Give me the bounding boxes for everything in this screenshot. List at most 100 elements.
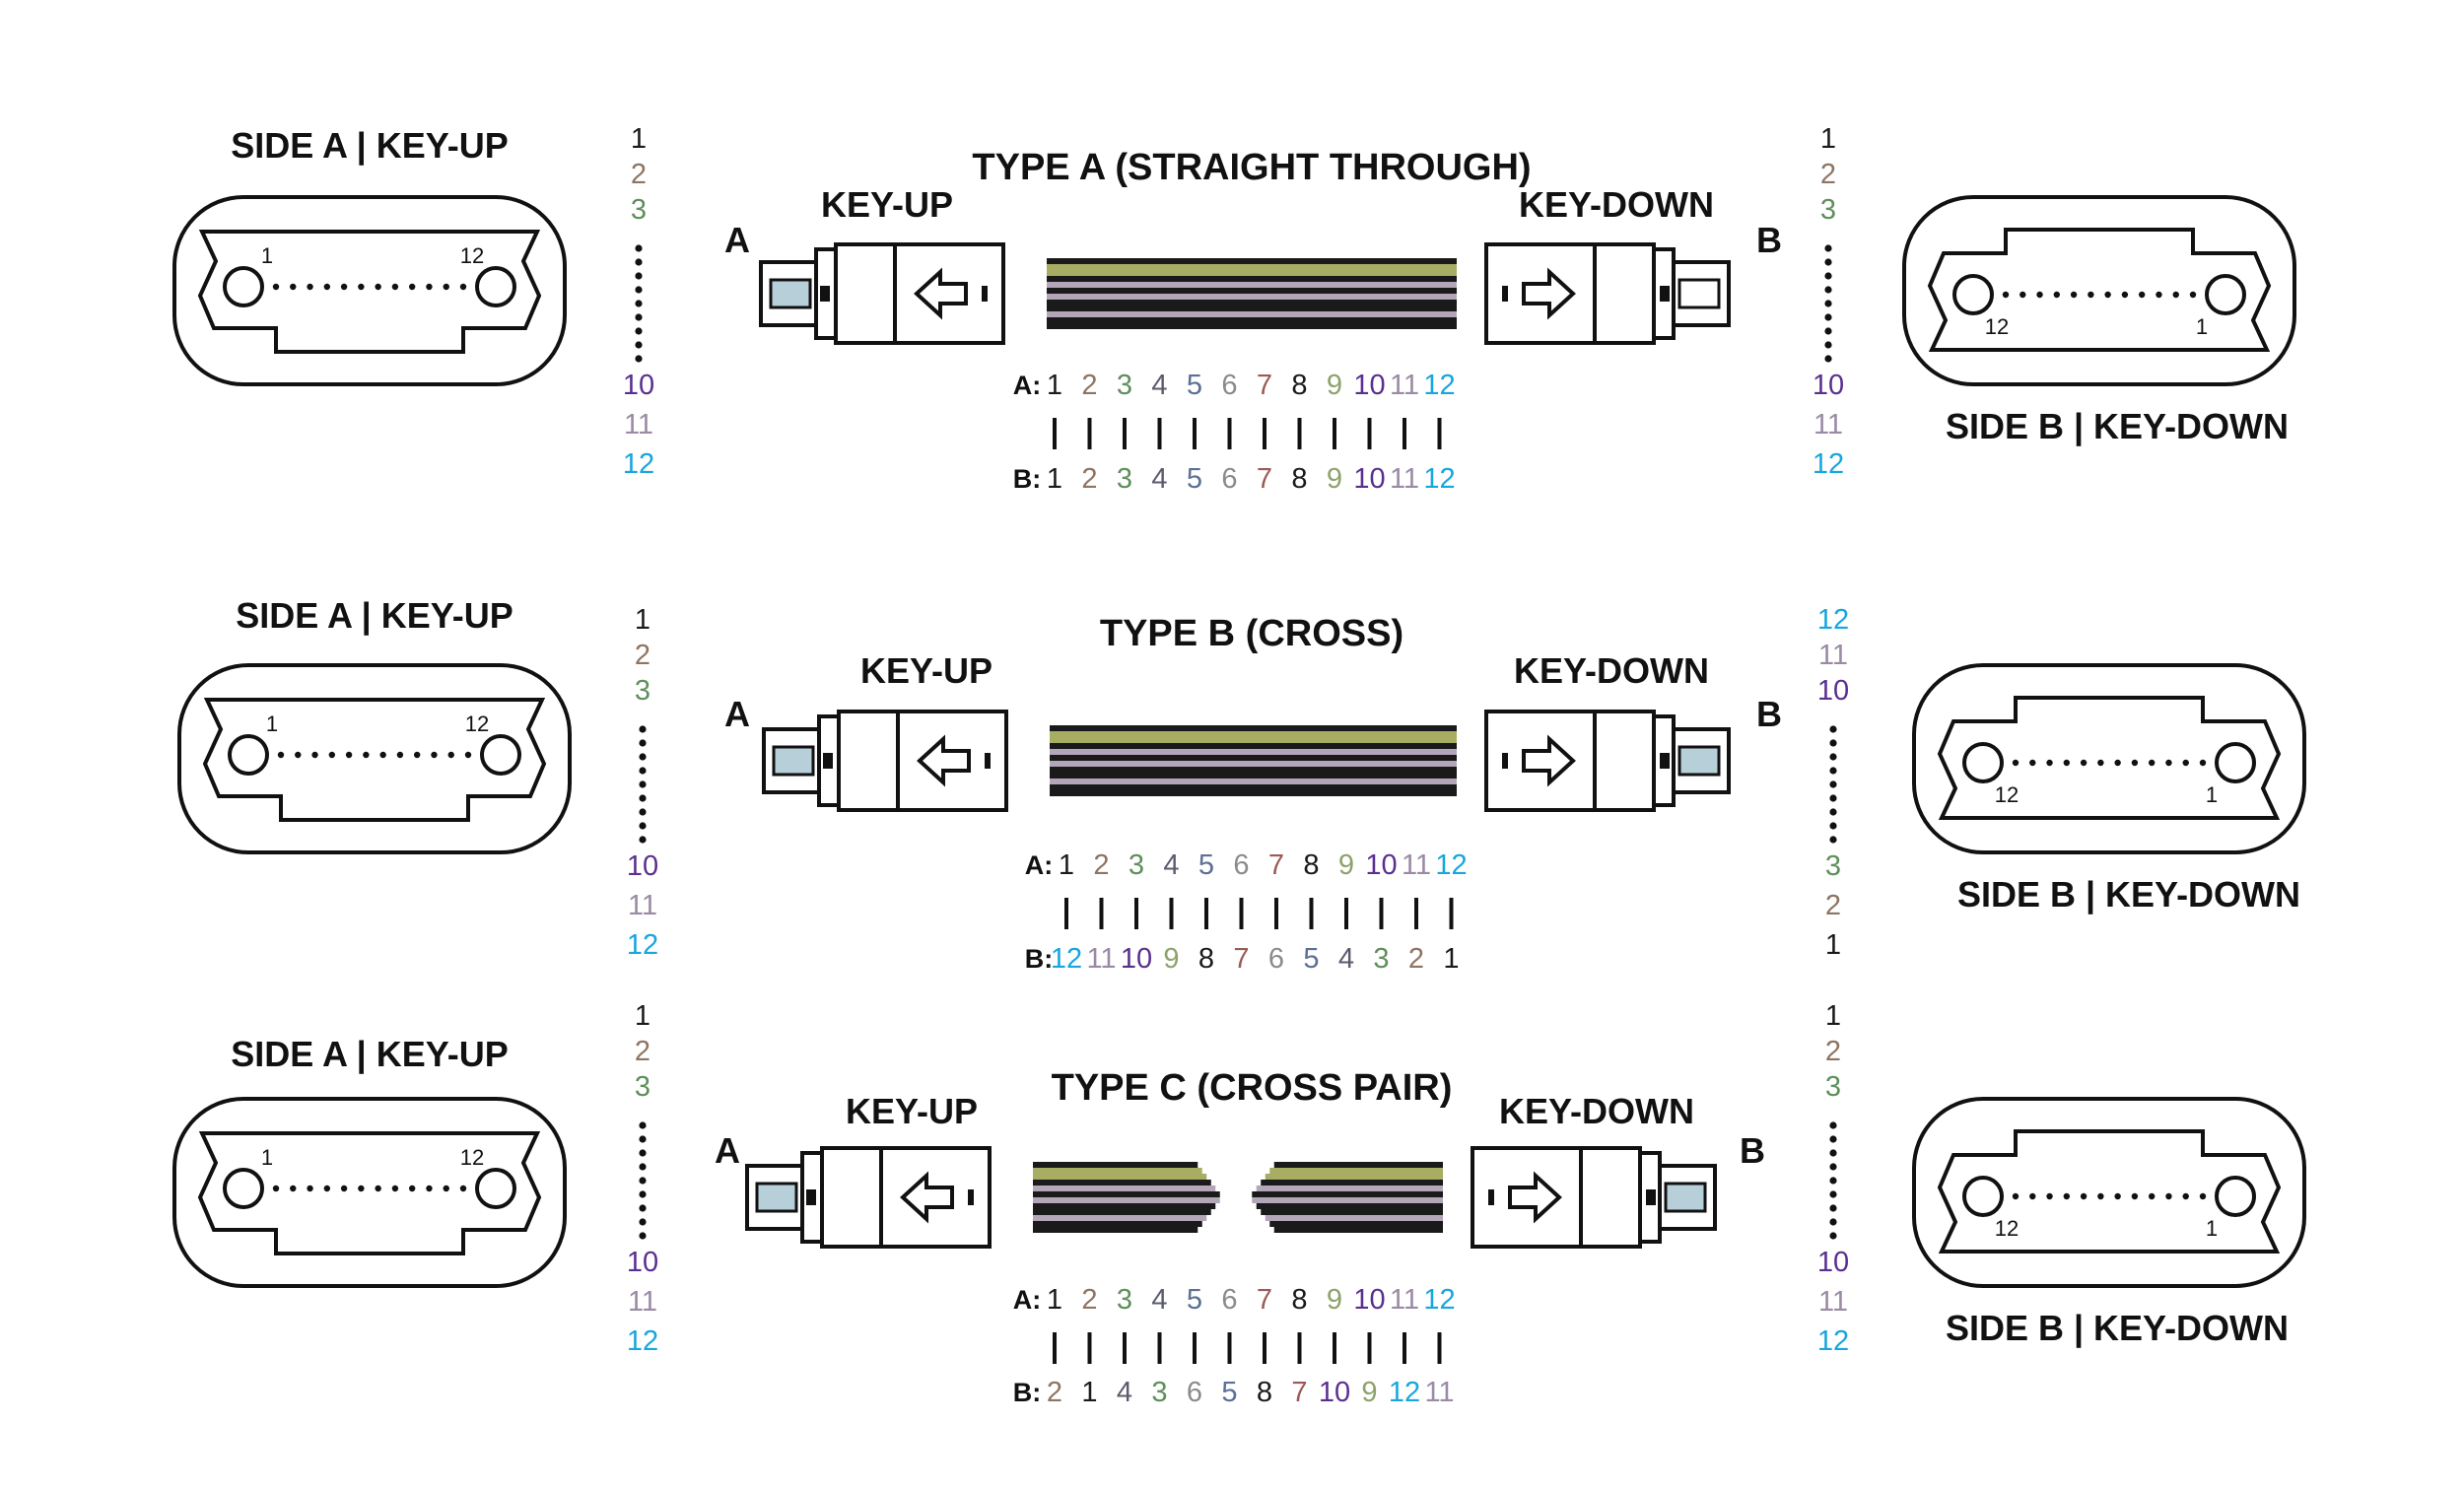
- fiber-number: 2: [1820, 159, 1836, 190]
- ribbon-fiber-stripe: [1047, 294, 1457, 300]
- fiber-number: 11: [1818, 640, 1848, 671]
- mapping-a-fiber: 5: [1187, 370, 1202, 401]
- mapping-a-fiber: 6: [1233, 849, 1249, 881]
- ribbon-fiber-stripe: [1047, 276, 1457, 282]
- connector-side-b: [1484, 710, 1731, 812]
- fiber-ellipsis-dot: [639, 1177, 647, 1185]
- fiber-position-dot: [2182, 1192, 2189, 1200]
- fiber-number: 3: [635, 1071, 650, 1103]
- key-up-label: KEY-UP: [860, 650, 992, 691]
- fiber-ellipsis-dot: [1824, 244, 1832, 252]
- port-number-left: 1: [261, 243, 273, 268]
- ribbon-fiber-stripe: [1047, 323, 1457, 329]
- ribbon-fiber-stripe: [1033, 1180, 1211, 1186]
- fiber-number: 10: [1813, 370, 1844, 401]
- fiber-position-dot: [464, 751, 472, 759]
- end-letter-a: A: [724, 694, 750, 734]
- ribbon-fiber-stripe: [1047, 305, 1457, 311]
- fiber-number: 2: [1825, 1036, 1841, 1067]
- key-down-label: KEY-DOWN: [1514, 650, 1709, 691]
- mapping-prefix-b: B:: [1013, 464, 1042, 494]
- fiber-number: 12: [623, 448, 654, 480]
- guide-pin-hole-right: [475, 266, 516, 307]
- mapping-a-fiber: 2: [1081, 370, 1097, 401]
- fiber-ellipsis-dot: [1829, 1149, 1837, 1157]
- key-mark: [982, 286, 988, 302]
- port-number-left: 1: [261, 1145, 273, 1170]
- fiber-position-dot: [2029, 1192, 2036, 1200]
- mapping-a-fiber: 2: [1093, 849, 1109, 881]
- guide-pin-hole-left: [1962, 742, 2004, 783]
- fiber-number: 1: [635, 604, 650, 636]
- mapping-a-fiber: 11: [1390, 1284, 1419, 1316]
- mapping-b-fiber: 12: [1423, 463, 1455, 495]
- ribbon-fiber-stripe: [1265, 1215, 1443, 1221]
- fiber-ellipsis-dot: [1824, 272, 1832, 280]
- fiber-position-dot: [340, 1185, 348, 1192]
- mapping-a-fiber: 7: [1257, 1284, 1272, 1316]
- mapping-b-fiber: 1: [1081, 1377, 1097, 1408]
- fiber-ellipsis-dot: [635, 355, 643, 363]
- ribbon-fiber-stripe: [1273, 1227, 1443, 1233]
- fiber-number: 10: [1817, 1247, 1849, 1278]
- fiber-ellipsis-dot: [1824, 286, 1832, 294]
- fiber-number: 2: [631, 159, 647, 190]
- port-ferrule-face: [197, 1131, 542, 1255]
- ribbon-fiber-stripe: [1252, 1191, 1443, 1197]
- ribbon-fiber-stripe: [1047, 282, 1457, 288]
- mapping-b-fiber: 5: [1221, 1377, 1237, 1408]
- fiber-number: 12: [1813, 448, 1844, 480]
- fiber-number: 12: [627, 929, 658, 961]
- mapping-a-fiber: 1: [1059, 849, 1074, 881]
- fiber-number: 3: [635, 675, 650, 707]
- fiber-ellipsis-dot: [1829, 1204, 1837, 1212]
- fiber-position-dot: [2053, 291, 2061, 299]
- mapping-b-fiber: 8: [1198, 943, 1214, 975]
- fiber-number: 10: [1817, 675, 1849, 707]
- fiber-position-dot: [443, 283, 449, 291]
- mapping-a-fiber: 5: [1187, 1284, 1202, 1316]
- fiber-ellipsis-dot: [639, 753, 647, 761]
- fiber-position-dot: [2063, 1192, 2071, 1200]
- ribbon-fiber-stripe: [1033, 1186, 1216, 1191]
- key-up-label: KEY-UP: [821, 184, 953, 225]
- mapping-b-fiber: 6: [1187, 1377, 1202, 1408]
- ribbon-fiber-stripe: [1050, 749, 1457, 755]
- ferrule-window: [1677, 278, 1721, 309]
- fiber-ellipsis-dot: [639, 1232, 647, 1240]
- fiber-number: 10: [627, 1247, 658, 1278]
- connector-side-a: [759, 242, 1005, 345]
- fiber-position-dot: [2199, 1192, 2207, 1200]
- mapping-prefix-a: A:: [1013, 1285, 1042, 1315]
- fiber-position-dot: [443, 1185, 449, 1192]
- port-number-left: 12: [1985, 314, 2009, 339]
- ferrule-window: [769, 278, 812, 309]
- mapping-b-fiber: 9: [1327, 463, 1342, 495]
- mapping-a-fiber: 12: [1435, 849, 1467, 881]
- fiber-position-dot: [307, 1185, 313, 1192]
- ribbon-fiber-stripe: [1050, 790, 1457, 796]
- fiber-position-dot: [2097, 759, 2104, 767]
- fiber-ellipsis-dot: [635, 286, 643, 294]
- key-down-label: KEY-DOWN: [1519, 184, 1714, 225]
- port-ferrule-face: [1937, 696, 2282, 820]
- fiber-position-dot: [277, 751, 285, 759]
- fiber-position-dot: [2199, 759, 2207, 767]
- fiber-number: 12: [627, 1325, 658, 1357]
- fiber-ellipsis-dot: [639, 836, 647, 844]
- fiber-position-dot: [2148, 759, 2156, 767]
- ribbon-fiber-stripe: [1050, 767, 1457, 773]
- fiber-position-dot: [2097, 1192, 2104, 1200]
- direction-arrow-right-icon: [1508, 1171, 1562, 1224]
- fiber-number: 1: [1825, 1000, 1841, 1032]
- ribbon-fiber-stripe: [1269, 1221, 1443, 1227]
- fiber-number: 1: [1820, 123, 1836, 155]
- mapping-a-fiber: 9: [1327, 1284, 1342, 1316]
- mapping-a-fiber: 1: [1047, 370, 1062, 401]
- mapping-a-fiber: 3: [1117, 1284, 1132, 1316]
- ribbon-fiber-stripe: [1050, 779, 1457, 784]
- fiber-position-dot: [2088, 291, 2094, 299]
